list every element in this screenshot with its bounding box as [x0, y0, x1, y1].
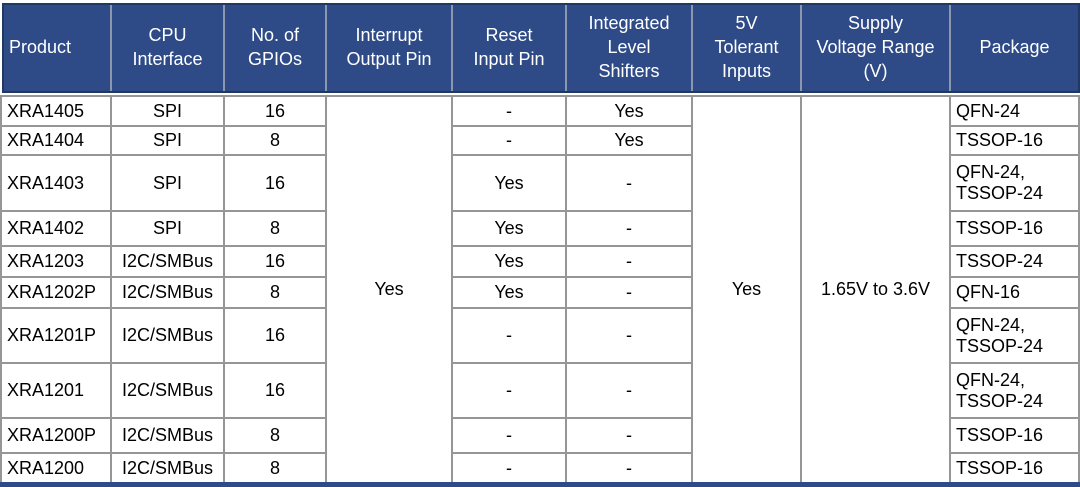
cell-integrated-level-shifters: -	[567, 156, 693, 212]
column-header-cpu-interface: CPU Interface	[110, 5, 223, 91]
cell-product: XRA1200	[2, 454, 112, 484]
cell-gpios: 8	[225, 127, 327, 156]
cell-cpu-interface: I2C/SMBus	[112, 309, 225, 364]
cell-reset-input-pin: Yes	[453, 212, 567, 247]
cell-cpu-interface: SPI	[112, 156, 225, 212]
cell-gpios: 16	[225, 309, 327, 364]
column-header-supply-voltage-range: Supply Voltage Range (V)	[800, 5, 949, 91]
cell-product: XRA1203	[2, 247, 112, 278]
cell-package: QFN-24, TSSOP-24	[951, 309, 1080, 364]
cell-integrated-level-shifters: -	[567, 364, 693, 419]
cell-reset-input-pin: -	[453, 364, 567, 419]
cell-gpios: 16	[225, 247, 327, 278]
cell-reset-input-pin: Yes	[453, 156, 567, 212]
cell-gpios: 8	[225, 419, 327, 454]
cell-supply-voltage-range-merged: 1.65V to 3.6V	[802, 97, 951, 484]
cell-package: QFN-16	[951, 278, 1080, 309]
cell-package: QFN-24, TSSOP-24	[951, 364, 1080, 419]
cell-integrated-level-shifters: -	[567, 212, 693, 247]
column-header-interrupt-output-pin: Interrupt Output Pin	[325, 5, 451, 91]
cell-integrated-level-shifters: -	[567, 247, 693, 278]
cell-cpu-interface: I2C/SMBus	[112, 364, 225, 419]
cell-reset-input-pin: -	[453, 419, 567, 454]
cell-cpu-interface: I2C/SMBus	[112, 419, 225, 454]
table-bottom-border	[0, 482, 1080, 487]
cell-gpios: 8	[225, 212, 327, 247]
cell-reset-input-pin: -	[453, 309, 567, 364]
cell-gpios: 16	[225, 97, 327, 127]
cell-product: XRA1201	[2, 364, 112, 419]
cell-integrated-level-shifters: -	[567, 419, 693, 454]
cell-5v-tolerant-inputs-merged: Yes	[693, 97, 802, 484]
column-header-no-of-gpios: No. of GPIOs	[223, 5, 325, 91]
cell-cpu-interface: SPI	[112, 127, 225, 156]
cell-integrated-level-shifters: -	[567, 278, 693, 309]
cell-interrupt-output-pin-merged: Yes	[327, 97, 453, 484]
cell-package: QFN-24	[951, 97, 1080, 127]
table-header-row: Product CPU Interface No. of GPIOs Inter…	[2, 3, 1080, 93]
column-header-integrated-level-shifters: Integrated Level Shifters	[565, 5, 691, 91]
cell-product: XRA1201P	[2, 309, 112, 364]
cell-cpu-interface: I2C/SMBus	[112, 247, 225, 278]
cell-package: TSSOP-24	[951, 247, 1080, 278]
cell-product: XRA1200P	[2, 419, 112, 454]
cell-product: XRA1402	[2, 212, 112, 247]
column-header-product: Product	[9, 37, 72, 58]
cell-reset-input-pin: Yes	[453, 278, 567, 309]
cell-product: XRA1405	[2, 97, 112, 127]
cell-integrated-level-shifters: -	[567, 454, 693, 484]
table-body: Yes Yes 1.65V to 3.6V XRA1405 SPI 16 - Y…	[0, 95, 1080, 484]
column-header-package: Package	[949, 5, 1078, 91]
cell-reset-input-pin: -	[453, 97, 567, 127]
cell-package: TSSOP-16	[951, 127, 1080, 156]
cell-gpios: 16	[225, 156, 327, 212]
cell-product: XRA1404	[2, 127, 112, 156]
cell-product: XRA1403	[2, 156, 112, 212]
cell-cpu-interface: I2C/SMBus	[112, 454, 225, 484]
cell-cpu-interface: SPI	[112, 212, 225, 247]
cell-reset-input-pin: Yes	[453, 247, 567, 278]
cell-package: TSSOP-16	[951, 454, 1080, 484]
cell-package: QFN-24, TSSOP-24	[951, 156, 1080, 212]
cell-cpu-interface: I2C/SMBus	[112, 278, 225, 309]
cell-gpios: 8	[225, 454, 327, 484]
cell-integrated-level-shifters: -	[567, 309, 693, 364]
cell-integrated-level-shifters: Yes	[567, 97, 693, 127]
cell-product: XRA1202P	[2, 278, 112, 309]
cell-reset-input-pin: -	[453, 454, 567, 484]
cell-package: TSSOP-16	[951, 419, 1080, 454]
cell-reset-input-pin: -	[453, 127, 567, 156]
column-header-reset-input-pin: Reset Input Pin	[451, 5, 565, 91]
cell-package: TSSOP-16	[951, 212, 1080, 247]
cell-cpu-interface: SPI	[112, 97, 225, 127]
column-header-5v-tolerant-inputs: 5V Tolerant Inputs	[691, 5, 800, 91]
cell-integrated-level-shifters: Yes	[567, 127, 693, 156]
cell-gpios: 16	[225, 364, 327, 419]
cell-gpios: 8	[225, 278, 327, 309]
